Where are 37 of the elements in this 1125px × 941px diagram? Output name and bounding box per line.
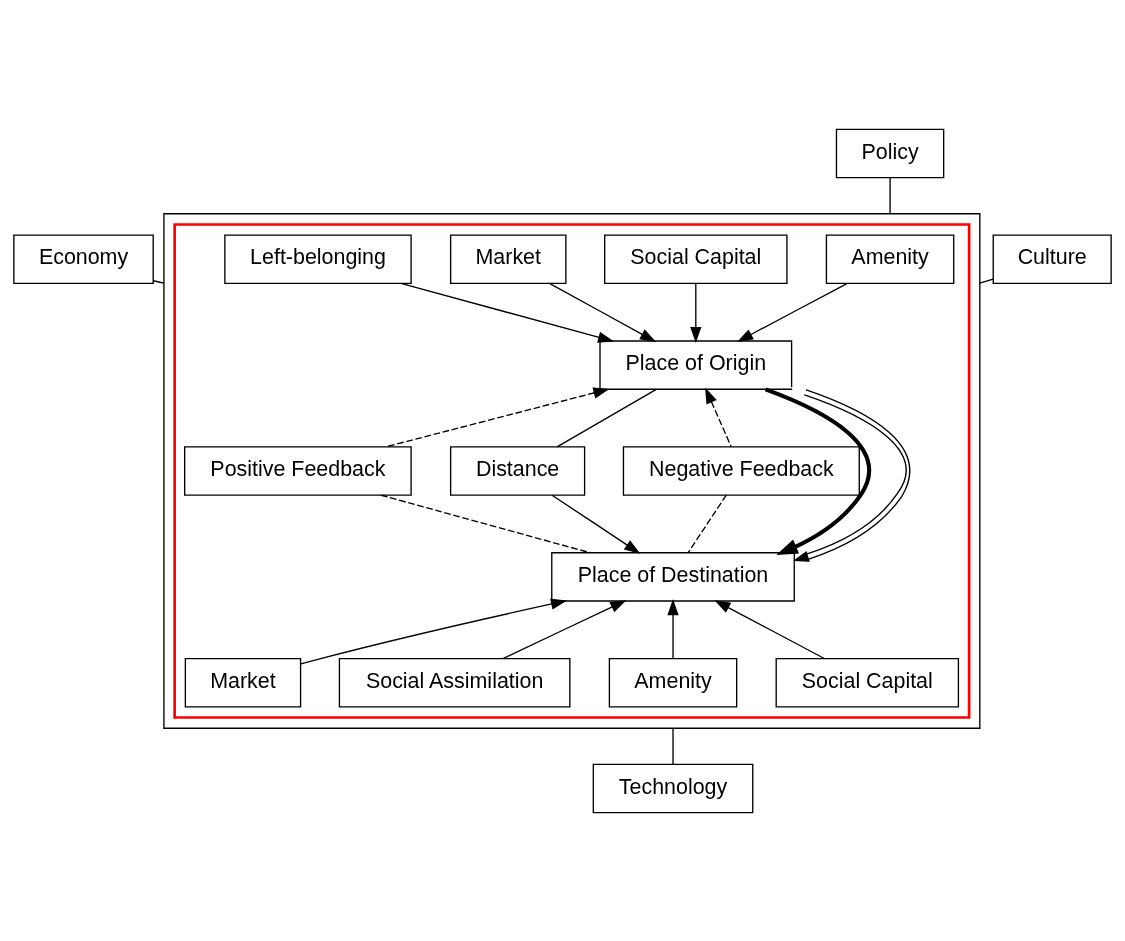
arrow [705,387,732,447]
arrow [737,282,848,342]
arrow [549,282,657,342]
node-box: Economy [13,234,154,284]
node-box: Amenity [825,234,955,284]
node-box: Distance [449,445,586,496]
node-box: Social Capital [775,657,960,707]
arrow [502,599,627,659]
connector [687,494,727,553]
arrow [551,494,641,554]
node-box: Social Capital [604,234,788,284]
node-box: Left-belonging [224,234,412,284]
arrow [667,598,679,659]
node-box: Market [184,657,302,707]
connector [380,494,591,553]
node-box: Amenity [608,657,738,707]
node-box: Culture [992,234,1112,284]
connector [672,727,674,765]
node-box: Technology [592,763,754,813]
arrow [300,598,568,665]
node-box: Market [449,234,567,284]
node-box: Negative Feedback [622,445,860,496]
arrow [401,282,615,343]
node-box: Social Assimilation [338,657,571,707]
arrow [764,387,872,555]
arrow [789,386,911,562]
connector [152,279,165,284]
node-box: Place of Destination [551,551,795,602]
node-box: Positive Feedback [184,445,412,496]
connector [556,388,657,447]
arrow [714,599,825,659]
node-box: Place of Origin [599,339,793,390]
arrow [385,386,610,447]
connector [979,277,994,284]
arrow [690,282,702,343]
connector [889,176,891,214]
node-box: Policy [835,128,945,178]
